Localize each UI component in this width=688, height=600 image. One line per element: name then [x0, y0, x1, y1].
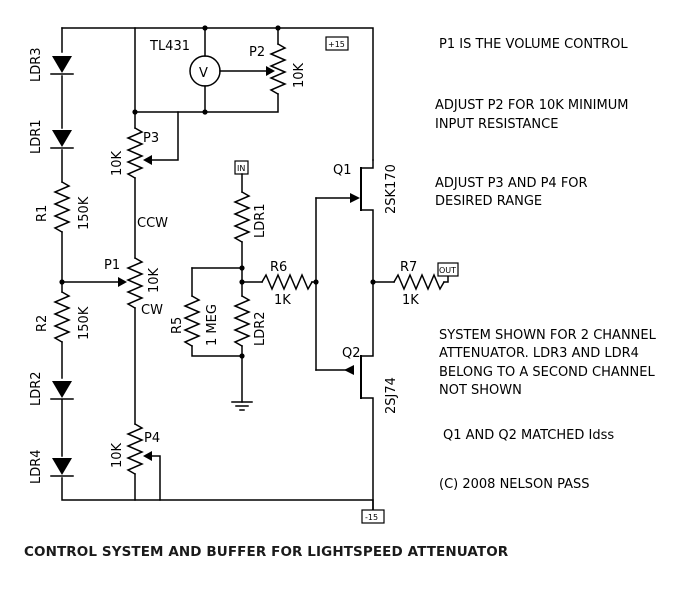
plus15-label: +15 — [328, 40, 345, 49]
buffer-transistors — [315, 159, 459, 524]
r6-label: R6 — [270, 260, 287, 275]
r7-label: R7 — [400, 260, 417, 275]
note-p2-line2: INPUT RESISTANCE — [435, 117, 558, 132]
r2-label: R2 — [35, 315, 50, 332]
r1-label: R1 — [35, 205, 50, 222]
p4-label: P4 — [144, 431, 160, 446]
q2-part: 2SJ74 — [384, 377, 399, 414]
q1-part: 2SK170 — [384, 164, 399, 214]
r2-value: 150K — [77, 306, 92, 340]
ldr4-label: LDR4 — [29, 449, 44, 484]
q2-label: Q2 — [342, 346, 361, 361]
note-matched: Q1 AND Q2 MATCHED Idss — [443, 428, 614, 443]
note-system-line1: SYSTEM SHOWN FOR 2 CHANNEL — [439, 328, 657, 343]
ldr3-label: LDR3 — [29, 47, 44, 82]
r1-resistor — [53, 180, 71, 234]
note-p3p4-line1: ADJUST P3 AND P4 FOR — [435, 176, 588, 191]
p3-value: 10K — [110, 150, 125, 176]
ldr4-diode — [50, 458, 74, 477]
r1-value: 150K — [77, 196, 92, 230]
minus15-label: -15 — [365, 513, 378, 522]
meter-label: V — [199, 66, 208, 81]
ldr2-right-label: LDR2 — [253, 311, 268, 346]
p3-label: P3 — [143, 131, 159, 146]
note-system-line3: BELONG TO A SECOND CHANNEL — [439, 365, 655, 380]
ldr2-diode — [50, 381, 74, 400]
input-section — [183, 160, 319, 411]
ldr1-right-label: LDR1 — [253, 203, 268, 238]
ldr3-diode — [50, 56, 74, 75]
tl431-label: TL431 — [149, 39, 190, 54]
r5-label: R5 — [170, 317, 185, 334]
plus15-terminal — [325, 36, 349, 51]
p4-value: 10K — [110, 442, 125, 468]
cw-label: CW — [141, 303, 163, 318]
r5-value: 1 MEG — [205, 304, 220, 346]
p1-label: P1 — [104, 258, 120, 273]
note-system-line2: ATTENUATOR. LDR3 AND LDR4 — [439, 346, 639, 361]
ldr1-left-label: LDR1 — [29, 119, 44, 154]
ldr2-left-label: LDR2 — [29, 371, 44, 406]
note-p2-line1: ADJUST P2 FOR 10K MINIMUM — [435, 98, 628, 113]
p1-value: 10K — [147, 267, 162, 293]
r2-resistor — [53, 290, 71, 344]
ldr1-diode — [50, 130, 74, 149]
p3-potentiometer — [126, 111, 206, 180]
note-p3p4-line2: DESIRED RANGE — [435, 194, 542, 209]
note-system-line4: NOT SHOWN — [439, 383, 522, 398]
p1-potentiometer — [61, 256, 144, 310]
out-label: OUT — [439, 266, 456, 275]
p4-potentiometer — [126, 422, 161, 501]
q1-label: Q1 — [333, 163, 352, 178]
p2-value: 10K — [292, 62, 307, 88]
minus15-terminal — [361, 509, 385, 524]
in-label: IN — [237, 164, 245, 173]
ccw-label: CCW — [137, 216, 168, 231]
note-copyright: (C) 2008 NELSON PASS — [439, 477, 590, 492]
p2-label: P2 — [249, 45, 265, 60]
r7-value: 1K — [402, 293, 419, 308]
tl431-meter-circuit — [189, 25, 287, 115]
r6-value: 1K — [274, 293, 291, 308]
diagram-caption: CONTROL SYSTEM AND BUFFER FOR LIGHTSPEED… — [24, 544, 509, 560]
note-volume: P1 IS THE VOLUME CONTROL — [439, 37, 628, 52]
out-terminal — [437, 262, 459, 277]
